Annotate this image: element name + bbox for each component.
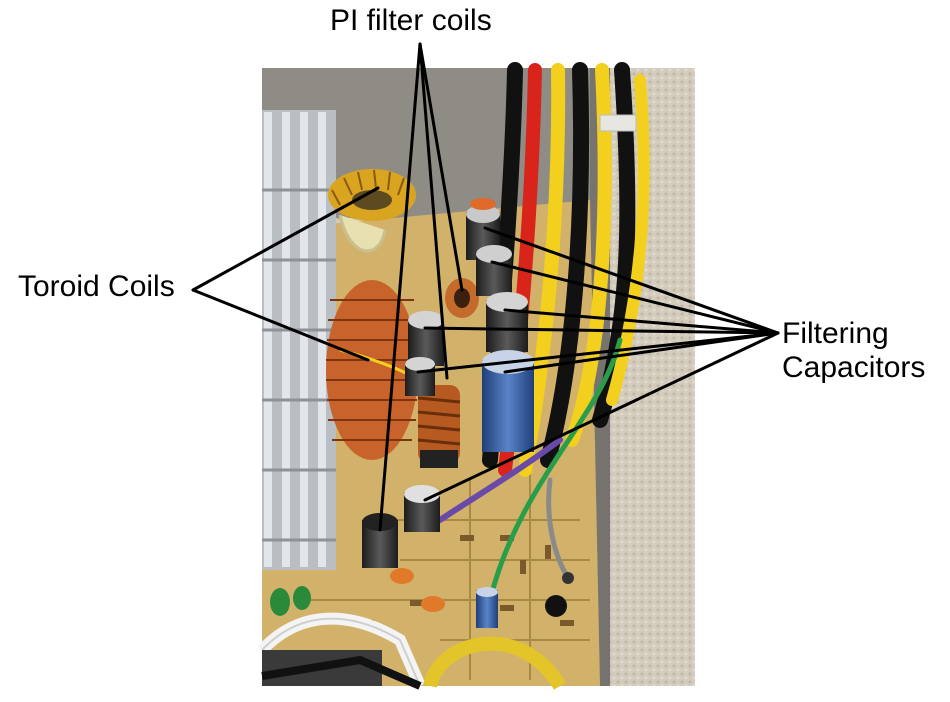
- label-filtering-capacitors: Filtering Capacitors: [782, 317, 925, 385]
- cap-pointer-5: [416, 331, 780, 374]
- toroid-coil-lower: [326, 280, 418, 460]
- pi-filter-coil-1: [445, 278, 479, 318]
- toroid-coil-upper: [328, 169, 416, 253]
- cap-pointer-1: [483, 226, 780, 335]
- cap-pointer-7: [423, 331, 780, 502]
- cap-pointer-2: [490, 260, 780, 335]
- toroid-pointer-2: [191, 288, 370, 362]
- pi-pointer-1: [378, 42, 422, 532]
- annotation-lines: [191, 42, 780, 532]
- label-pi-filter-coils: PI filter coils: [330, 4, 492, 37]
- capacitor-5: [405, 357, 435, 396]
- pi-pointer-2: [418, 42, 449, 380]
- cap-pointer-4: [423, 326, 780, 335]
- pi-pointer-3: [418, 42, 464, 292]
- cap-pointer-3: [503, 308, 780, 335]
- capacitor-6: [404, 485, 440, 532]
- capacitor-2: [476, 245, 512, 296]
- heatsink: [262, 110, 336, 570]
- cap-pointer-6: [503, 331, 780, 374]
- capacitor-3: [486, 292, 528, 352]
- toroid-pointer-1: [191, 186, 380, 292]
- label-toroid-coils: Toroid Coils: [18, 270, 175, 303]
- pi-filter-coil-2: [417, 385, 461, 468]
- bottom-wires: [257, 612, 566, 690]
- label-filtering-line2: Capacitors: [782, 351, 926, 384]
- label-filtering-line1: Filtering: [782, 317, 889, 350]
- capacitor-small: [476, 587, 498, 628]
- transistor: [545, 572, 574, 617]
